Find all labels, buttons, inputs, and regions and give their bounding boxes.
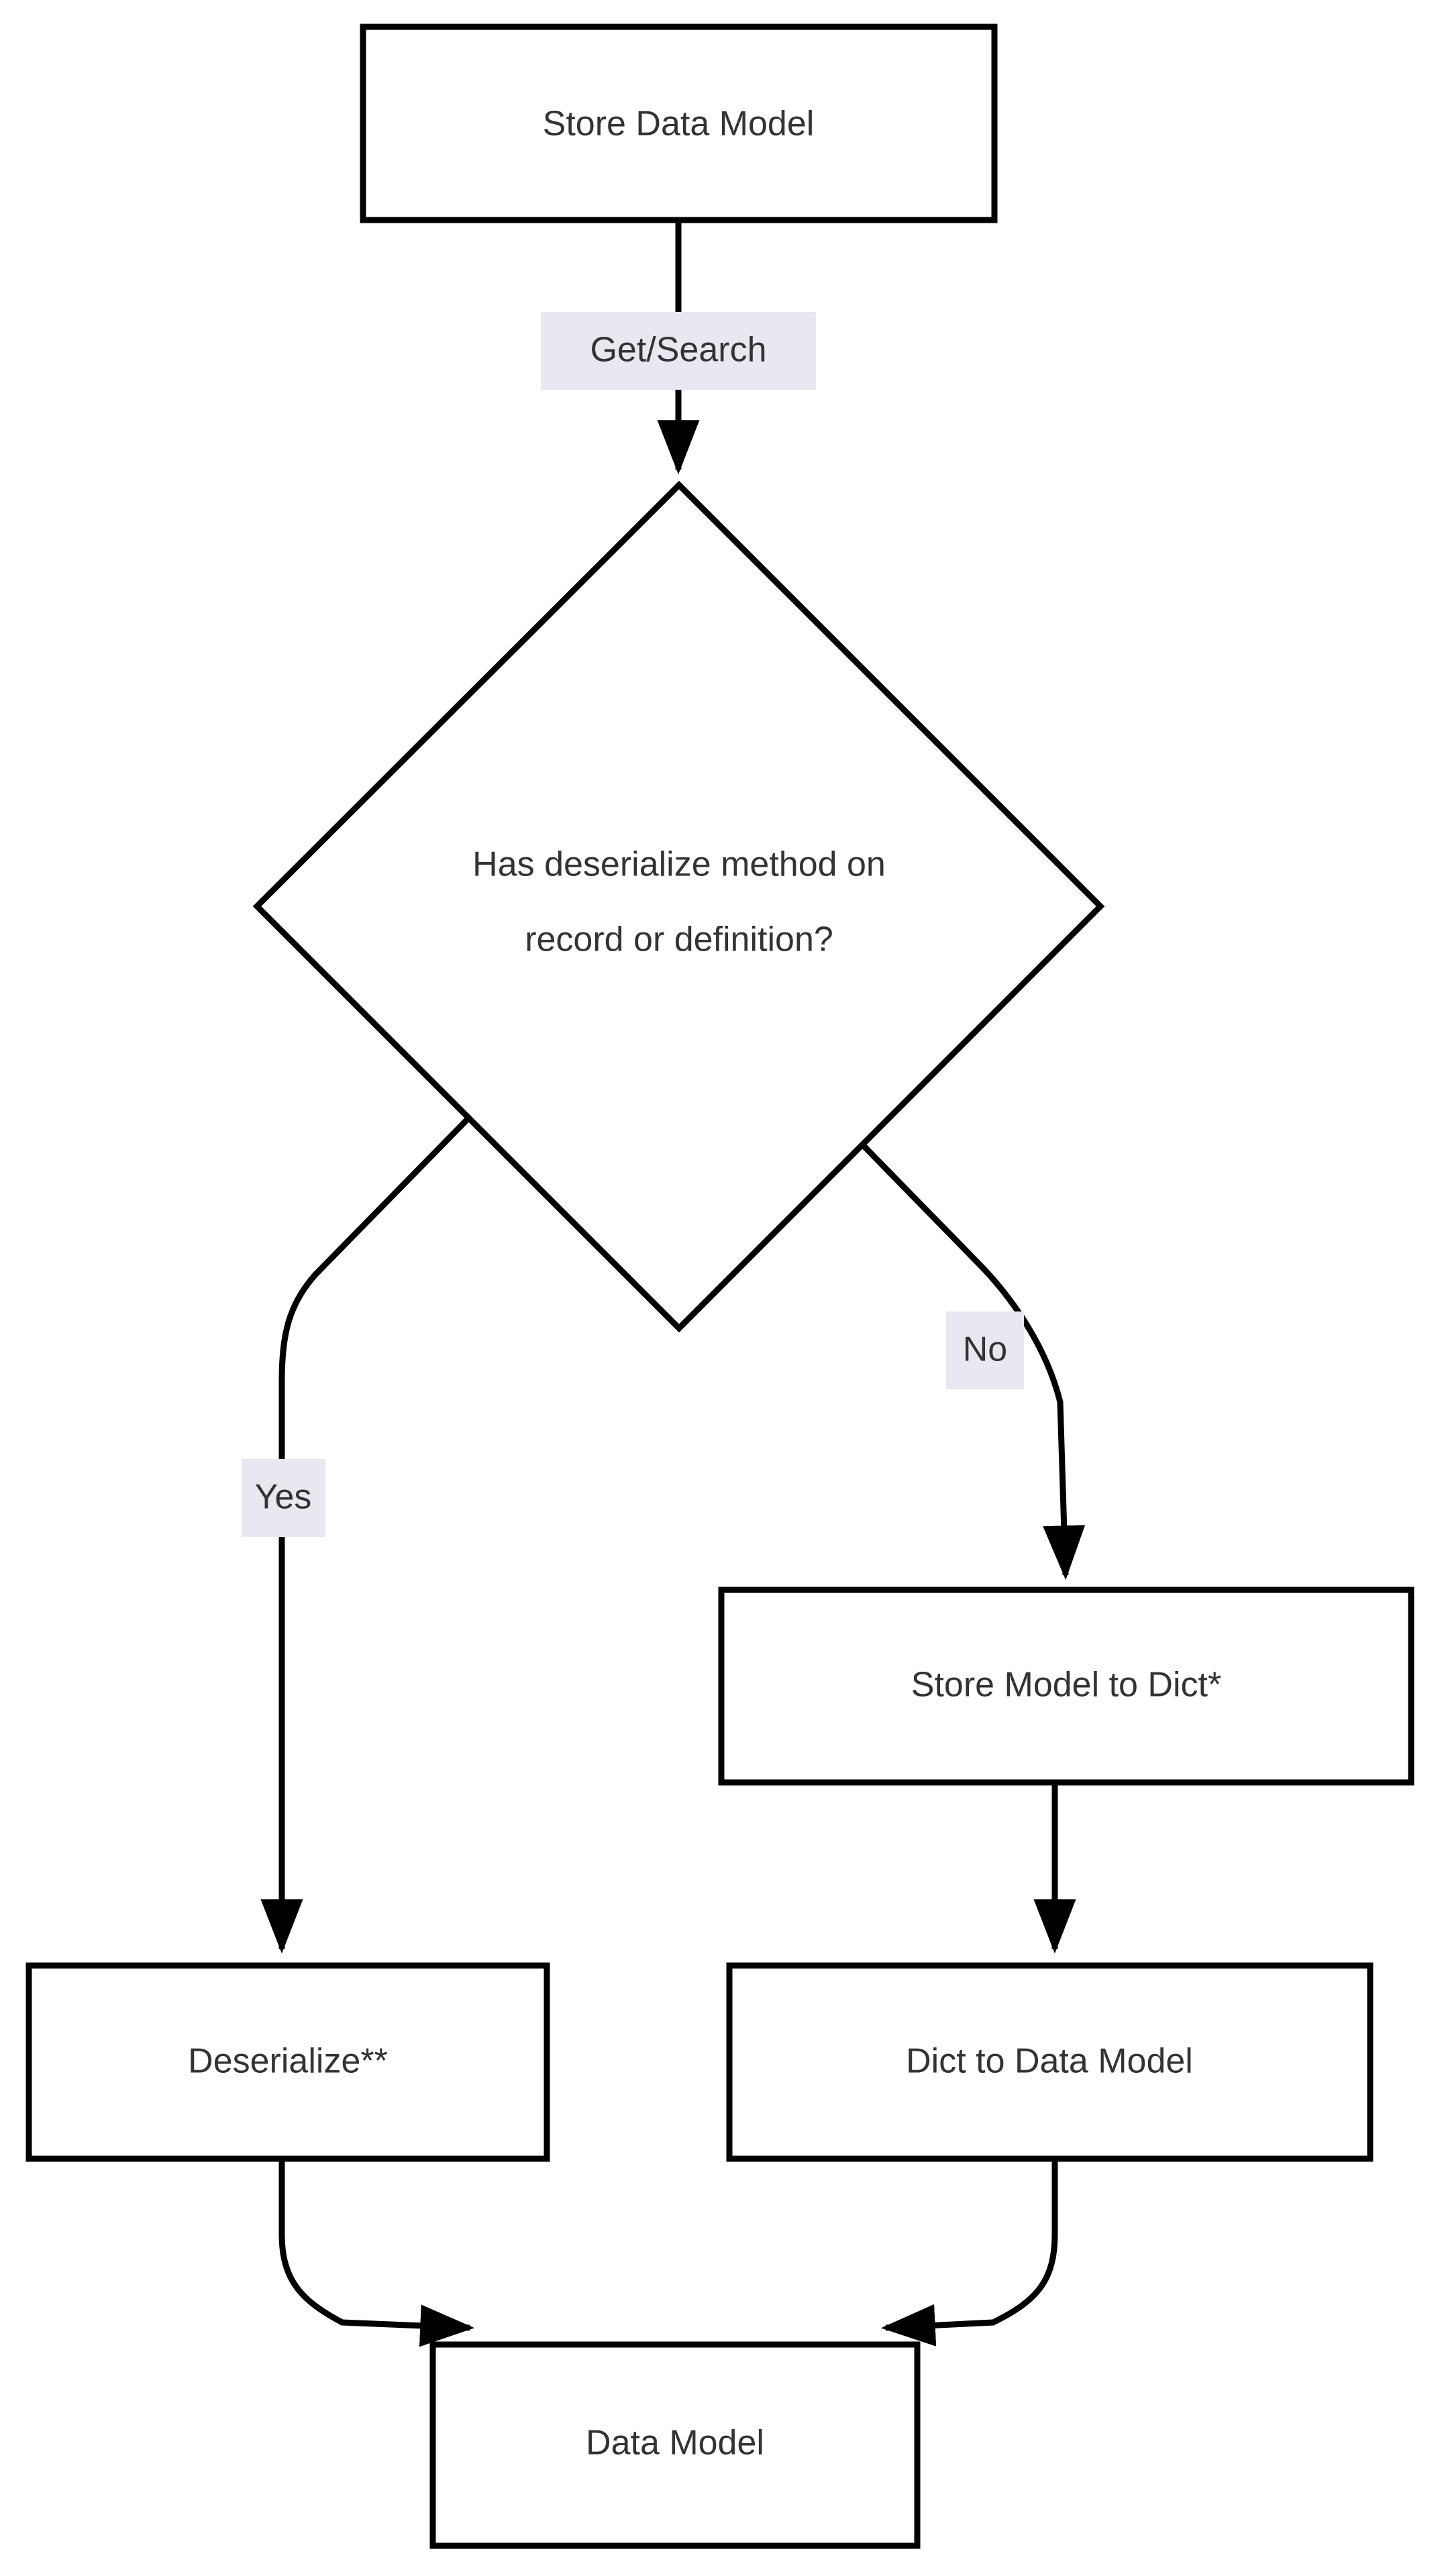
node-has-deserialize-method-shape xyxy=(252,480,1105,1333)
node-store-model-to-dict[interactable]: Store Model to Dict* xyxy=(718,1587,1414,1786)
edge-label-get-search-bg xyxy=(541,312,816,390)
node-data-model[interactable]: Data Model xyxy=(429,2341,921,2549)
node-dict-to-data-model-shape xyxy=(726,1962,1374,2162)
edge-label-no: No xyxy=(946,1311,1024,1389)
edge-label-yes-text: Yes xyxy=(255,1478,312,1517)
edge-decision-yes xyxy=(260,1114,472,1954)
node-store-model-to-dict-label: Store Model to Dict* xyxy=(911,1666,1221,1705)
node-store-data-model-shape xyxy=(360,23,998,223)
edge-dictmodel-to-result xyxy=(880,2159,1058,2347)
node-store-data-model-label: Store Data Model xyxy=(543,105,815,144)
edge-label-no-text: No xyxy=(963,1330,1007,1369)
node-deserialize-label: Deserialize** xyxy=(188,2042,388,2081)
edge-label-no-bg xyxy=(946,1311,1024,1389)
node-deserialize[interactable]: Deserialize** xyxy=(25,1962,550,2162)
node-has-deserialize-method-label-line2: record or definition? xyxy=(525,920,833,959)
node-dict-to-data-model-label: Dict to Data Model xyxy=(906,2042,1193,2081)
node-store-model-to-dict-shape xyxy=(718,1587,1414,1786)
edge-label-yes-bg xyxy=(242,1459,325,1537)
node-has-deserialize-method-label-line1: Has deserialize method on xyxy=(472,845,886,884)
edge-label-yes: Yes xyxy=(242,1459,325,1537)
edge-label-get-search-text: Get/Search xyxy=(590,331,766,370)
node-deserialize-shape xyxy=(25,1962,550,2162)
edge-label-get-search: Get/Search xyxy=(541,312,816,390)
node-data-model-shape xyxy=(429,2341,921,2549)
edge-deserialize-to-result xyxy=(278,2159,475,2347)
node-store-data-model[interactable]: Store Data Model xyxy=(360,23,998,223)
node-data-model-label: Data Model xyxy=(586,2424,764,2463)
node-dict-to-data-model[interactable]: Dict to Data Model xyxy=(726,1962,1374,2162)
node-has-deserialize-method[interactable]: Has deserialize method on record or defi… xyxy=(252,480,1105,1333)
edge-decision-no xyxy=(833,1114,1086,1580)
